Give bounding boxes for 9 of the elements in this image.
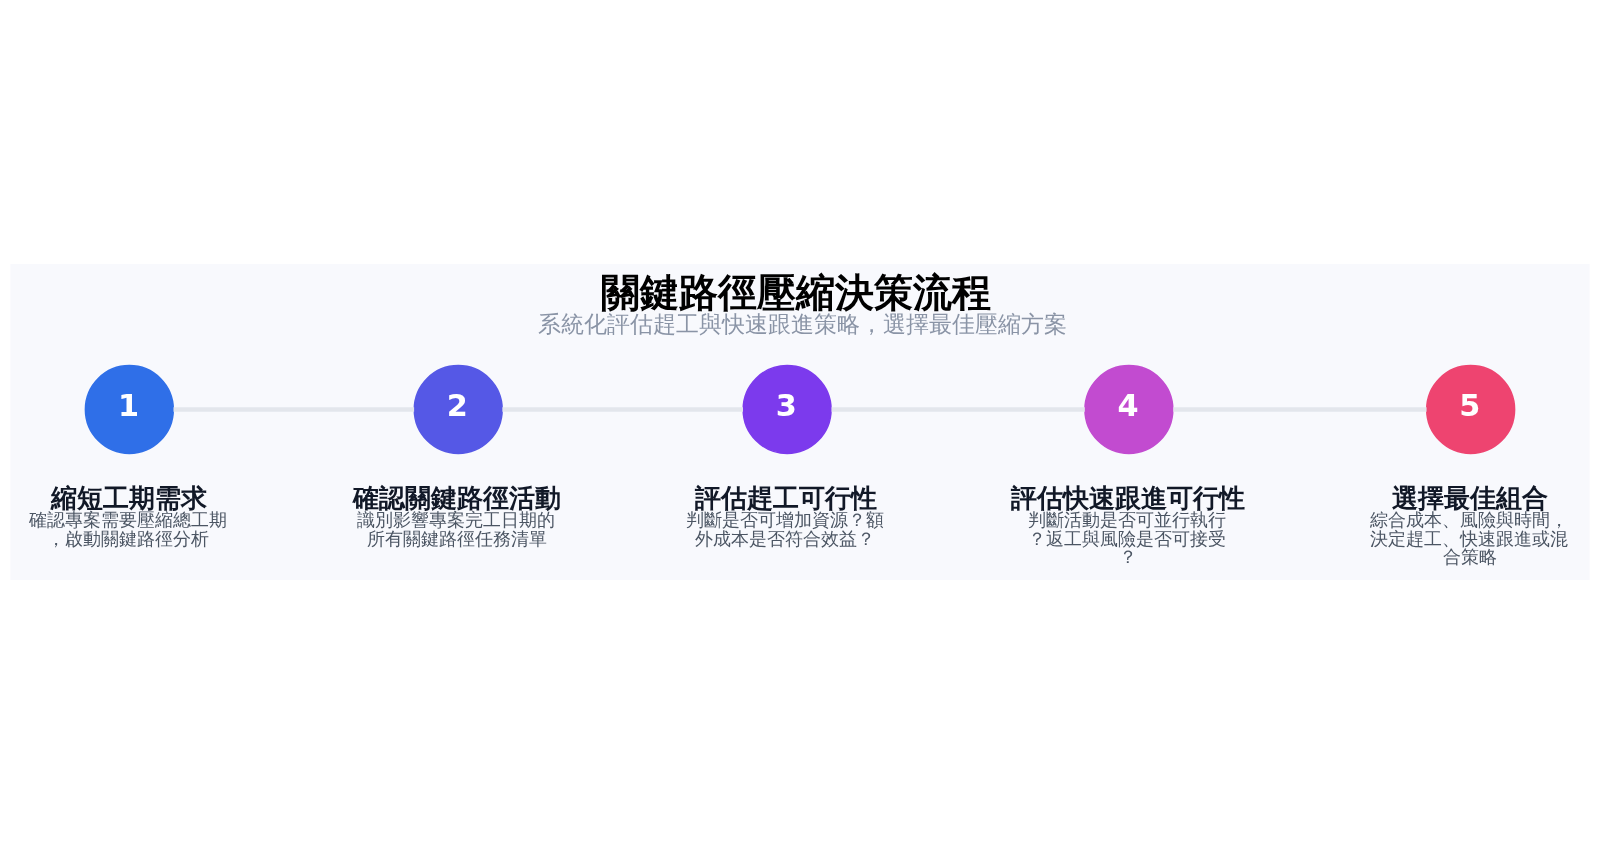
node-circle: 4 [1084, 364, 1174, 455]
connector [502, 407, 743, 412]
node-circle: 3 [742, 364, 832, 455]
node-circle: 5 [1425, 364, 1516, 455]
node-circle: 2 [413, 364, 503, 455]
node-circle: 1 [84, 364, 175, 455]
connector [173, 407, 415, 412]
connector [1173, 407, 1427, 412]
connector [831, 407, 1085, 412]
